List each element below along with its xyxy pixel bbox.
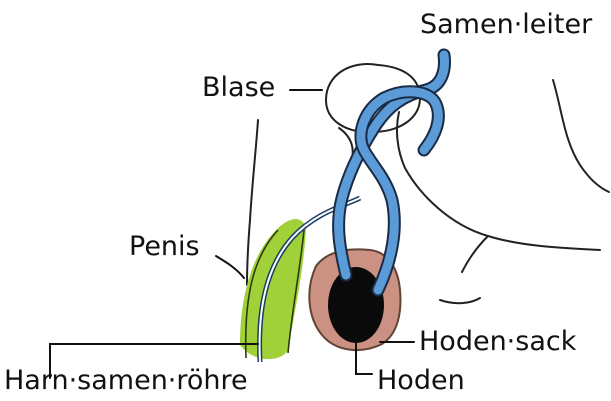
label-hoden: Hoden xyxy=(377,366,465,396)
label-samenleiter: Samen·leiter xyxy=(420,10,592,40)
label-blase: Blase xyxy=(202,73,275,103)
label-hodensack: Hoden·sack xyxy=(419,327,576,357)
label-penis: Penis xyxy=(129,232,200,262)
label-harnsamenroehre: Harn·samen·röhre xyxy=(4,366,248,396)
testis-shape xyxy=(328,267,384,343)
leader-penis xyxy=(216,256,244,278)
